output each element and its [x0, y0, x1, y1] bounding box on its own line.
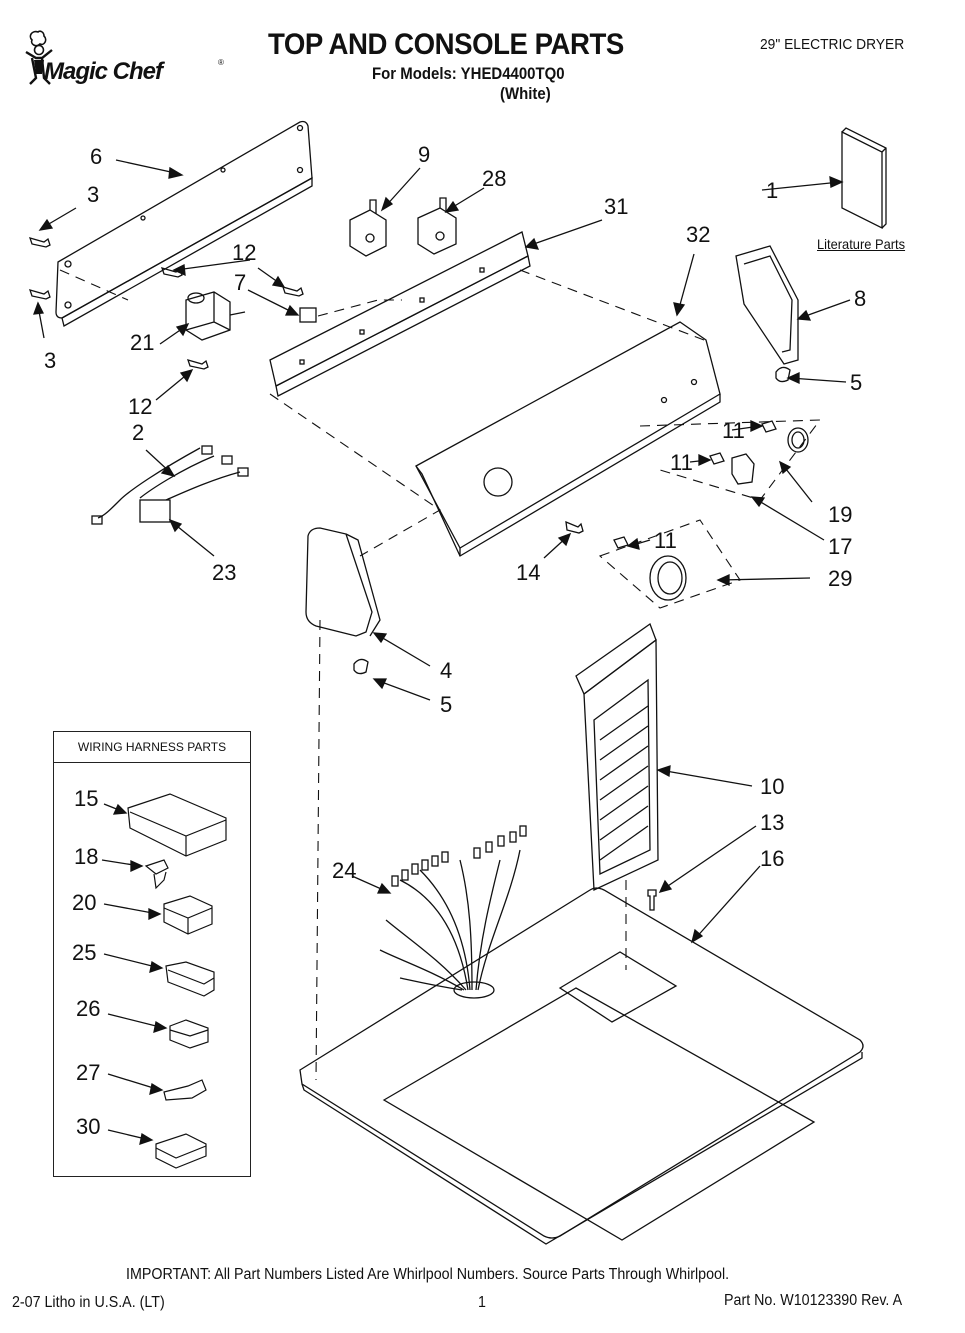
callout-10: 10	[760, 774, 785, 799]
callout-2: 2	[132, 420, 145, 445]
callout-16: 16	[760, 846, 785, 871]
callout-31: 31	[604, 194, 629, 219]
callout-13: 13	[760, 810, 785, 835]
important-note: IMPORTANT: All Part Numbers Listed Are W…	[126, 1266, 730, 1283]
console-bracket-shape	[269, 231, 531, 397]
wiring-harness-title: WIRING HARNESS PARTS	[54, 732, 250, 763]
callout-7: 7	[234, 270, 247, 295]
harness-callout-15: 15	[74, 786, 99, 811]
callout-6: 6	[90, 144, 103, 169]
callout-3b: 3	[44, 348, 57, 373]
literature-parts-label: Literature Parts	[817, 236, 906, 252]
callout-9: 9	[418, 142, 431, 167]
callout-19: 19	[828, 502, 853, 527]
callout-32: 32	[686, 222, 711, 247]
callout-28: 28	[482, 166, 507, 191]
registered-mark: ®	[218, 58, 224, 67]
harness-callout-25: 25	[72, 940, 97, 965]
callout-11c: 11	[654, 528, 677, 553]
harness-callout-30: 30	[76, 1114, 101, 1139]
wire-bundle-shape	[379, 825, 527, 991]
page-title: TOP AND CONSOLE PARTS	[268, 28, 624, 61]
callout-24: 24	[332, 858, 357, 883]
console-shape	[415, 321, 721, 557]
litho-info: 2-07 Litho in U.S.A. (LT)	[12, 1294, 165, 1311]
callout-12a: 12	[232, 240, 257, 265]
callout-17: 17	[828, 534, 853, 559]
brand-logo: Magic Chef ®	[22, 28, 232, 88]
callout-5b: 5	[440, 692, 453, 717]
screw-shapes	[28, 237, 657, 911]
models-line: For Models: YHED4400TQ0	[372, 64, 565, 83]
end-cap-left-shape	[305, 527, 381, 637]
callout-1: 1	[766, 178, 779, 203]
harness-callout-27: 27	[76, 1060, 101, 1085]
brand-name: Magic Chef	[44, 58, 163, 85]
callout-8: 8	[854, 286, 867, 311]
color-line: (White)	[500, 84, 551, 103]
product-type: 29" ELECTRIC DRYER	[760, 36, 905, 53]
timer-shape	[185, 291, 246, 341]
harness-shape	[91, 445, 249, 525]
chef-icon	[25, 30, 53, 85]
lint-screen-shape	[575, 622, 659, 891]
callout-11b: 11	[670, 450, 693, 475]
harness-callout-26: 26	[76, 996, 101, 1021]
callout-11a: 11	[722, 418, 745, 443]
document-part-number: Part No. W10123390 Rev. A	[724, 1292, 903, 1309]
callout-21: 21	[130, 330, 155, 355]
switch-shapes	[349, 197, 457, 257]
wiring-harness-box: WIRING HARNESS PARTS	[53, 731, 251, 1177]
top-panel-shape	[299, 887, 864, 1245]
callout-12b: 12	[128, 394, 153, 419]
callout-23: 23	[212, 560, 237, 585]
end-cap-right-shape	[735, 245, 799, 365]
callout-4: 4	[440, 658, 453, 683]
callout-5a: 5	[850, 370, 863, 395]
harness-callout-20: 20	[72, 890, 97, 915]
page-number: 1	[478, 1294, 486, 1311]
rear-panel-shape	[55, 120, 313, 327]
callout-29: 29	[828, 566, 853, 591]
callout-3a: 3	[87, 182, 100, 207]
harness-callout-18: 18	[74, 844, 99, 869]
callout-14: 14	[516, 560, 541, 585]
